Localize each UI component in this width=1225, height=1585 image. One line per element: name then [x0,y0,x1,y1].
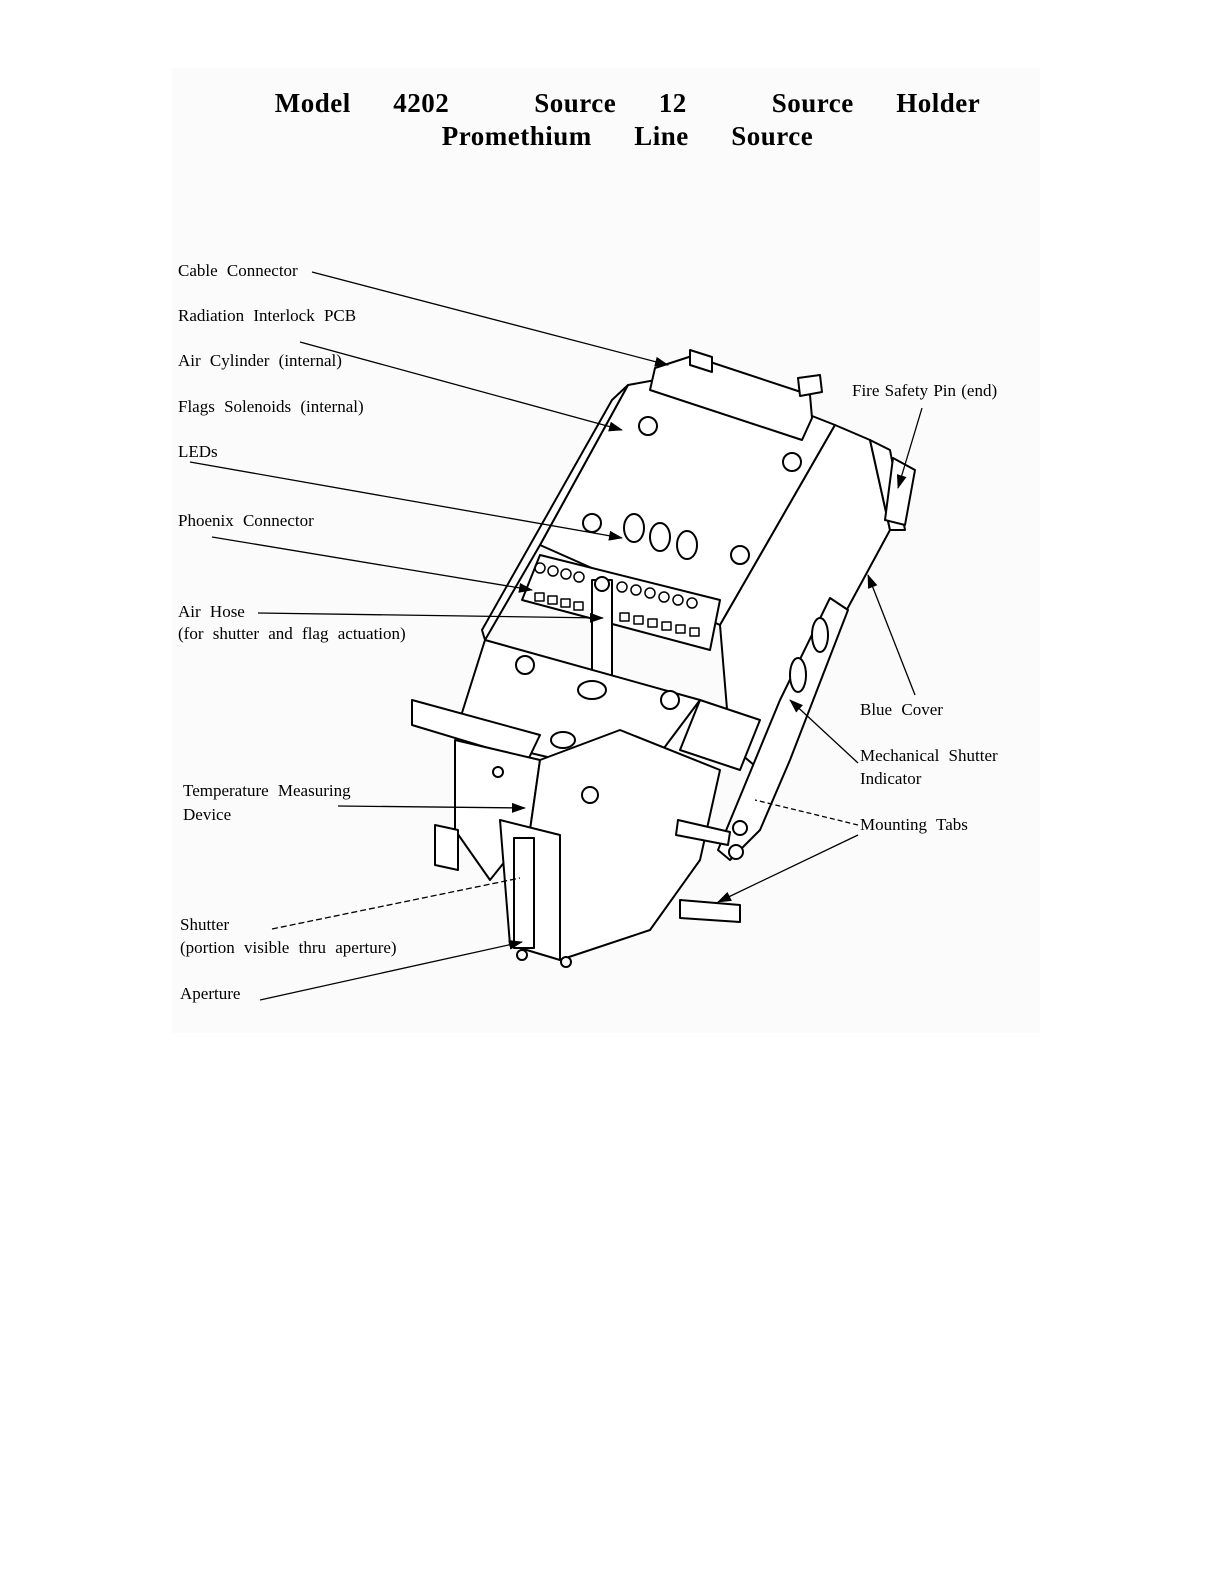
label-shutter: Shutter [180,915,230,934]
label-mechanical-shutter: Mechanical Shutter [860,746,998,765]
label-aperture: Aperture [180,984,241,1003]
leader-mounting-tabs-2 [717,834,859,903]
mounting-tab-bottom [679,899,741,923]
leader-cable-connector [311,271,669,367]
leader-lines [189,271,923,1001]
leader-temperature [337,802,526,813]
leader-phoenix [211,536,533,593]
label-air-hose-note: (for shutter and flag actuation) [178,624,406,643]
label-flags-solenoids: Flags Solenoids (internal) [178,397,364,416]
label-indicator: Indicator [860,769,922,788]
leader-mechanical-shutter [789,699,859,764]
diagram-subtitle: Promethium Line Source [441,121,814,151]
led-1 [623,513,645,543]
fire-safety-pin [884,457,916,526]
leader-fire-safety-pin [896,407,923,489]
leader-blue-cover [867,574,916,696]
air-hose-fitting [591,579,613,676]
leader-radiation-pcb [299,341,623,432]
label-radiation-interlock-pcb: Radiation Interlock PCB [178,306,357,325]
leader-shutter [271,877,521,930]
label-device: Device [183,805,232,824]
label-mounting-tabs: Mounting Tabs [860,815,968,834]
leader-leds [189,461,623,541]
label-air-hose: Air Hose [178,602,245,621]
label-blue-cover: Blue Cover [860,700,943,719]
led-2 [649,522,671,552]
label-temperature-measuring: Temperature Measuring [183,781,351,800]
aperture-slot [513,837,535,949]
leader-air-hose [257,612,604,623]
label-fire-safety-pin: Fire Safety Pin (end) [852,381,998,400]
label-phoenix-connector: Phoenix Connector [178,511,314,530]
device-body [411,349,916,968]
label-shutter-note: (portion visible thru aperture) [180,938,397,957]
leader-aperture [259,939,523,1001]
label-leds: LEDs [178,442,218,461]
leader-mounting-tabs-1 [754,799,859,826]
led-3 [676,530,698,560]
label-air-cylinder: Air Cylinder (internal) [178,351,342,370]
diagram-title: Model 4202 Source 12 Source Holder [274,88,981,118]
mechanical-shutter-indicator-plate [717,597,849,861]
scan-edge [0,1574,1225,1585]
label-cable-connector: Cable Connector [178,261,298,280]
